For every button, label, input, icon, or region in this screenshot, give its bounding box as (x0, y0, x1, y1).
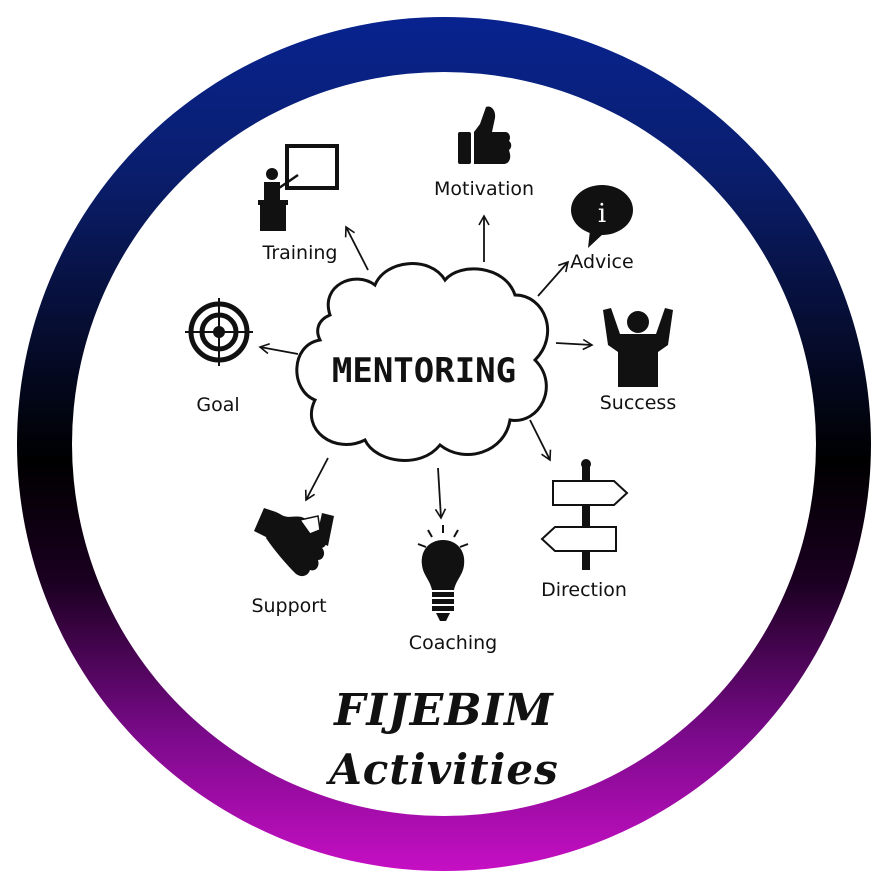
svg-text:i: i (598, 199, 606, 229)
arrow-to-goal (258, 342, 299, 355)
arrow-to-advice (537, 260, 570, 297)
celebrating-person-icon (603, 308, 673, 387)
brand-subtitle: Activities (329, 745, 559, 794)
mentoring-cloud: MENTORING (295, 262, 550, 462)
target-icon (185, 298, 253, 366)
node-label-motivation: Motivation (434, 178, 534, 200)
arrow-to-training (344, 225, 369, 271)
node-label-advice: Advice (570, 251, 633, 273)
arrow-to-support (304, 457, 329, 502)
arrow-to-success (555, 338, 594, 351)
node-label-support: Support (251, 595, 326, 617)
signpost-icon (540, 459, 629, 570)
thumbs-up-icon (458, 106, 512, 164)
arrow-to-coaching (434, 467, 447, 520)
arrow-to-direction (529, 419, 552, 462)
handshake-icon (254, 508, 334, 577)
brand-name: FIJEBIM (334, 685, 554, 736)
presenter-board-icon (258, 144, 339, 231)
node-label-direction: Direction (541, 579, 627, 601)
info-bubble-icon: i (571, 185, 633, 248)
node-label-goal: Goal (196, 394, 239, 416)
node-label-training: Training (262, 242, 338, 264)
arrows (258, 214, 594, 520)
center-label: MENTORING (332, 351, 516, 391)
node-label-coaching: Coaching (409, 632, 497, 654)
node-label-success: Success (600, 392, 676, 414)
light-bulb-icon (417, 525, 469, 621)
